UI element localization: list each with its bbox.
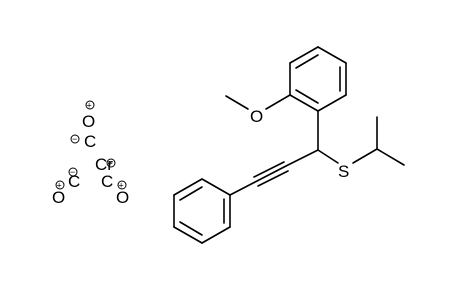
central-carbon-bonds (317, 110, 339, 164)
alkyne-triple-bond (229, 149, 319, 196)
co-left-oxygen-charge-ring (55, 180, 65, 190)
co-left-carbon-charge: − (70, 167, 75, 177)
chromium-charge-ring (106, 158, 116, 168)
co-top-carbon-charge: − (72, 134, 77, 144)
co-left-oxygen-charge: + (57, 181, 62, 191)
chromium-tricarbonyl: O + C − Cr + C − O + C O + (52, 100, 129, 207)
co-top-oxygen-charge: + (87, 101, 92, 111)
co-top-carbon-label: C (84, 132, 96, 151)
co-left-carbon-charge-ring (68, 167, 78, 177)
thioether-sulfur-label: S (338, 162, 349, 181)
co-top-oxygen-charge-ring (85, 100, 95, 110)
co-right-oxygen-label: O (116, 188, 129, 207)
anisole-ring (289, 46, 347, 112)
methoxy-group: O (225, 94, 291, 126)
co-left-carbon-label: C (68, 172, 80, 191)
co-left-oxygen-label: O (52, 188, 65, 207)
co-right-oxygen-charge-ring (117, 180, 127, 190)
co-top-carbon-charge-ring (70, 134, 80, 144)
co-top-oxygen-label: O (82, 112, 95, 131)
phenyl-ring (173, 178, 231, 244)
co-right-carbon-label: C (101, 172, 113, 191)
chromium-charge: + (108, 159, 113, 169)
isopropyl-group (352, 116, 405, 166)
methoxy-oxygen-label: O (250, 107, 263, 126)
co-right-oxygen-charge: + (119, 181, 124, 191)
